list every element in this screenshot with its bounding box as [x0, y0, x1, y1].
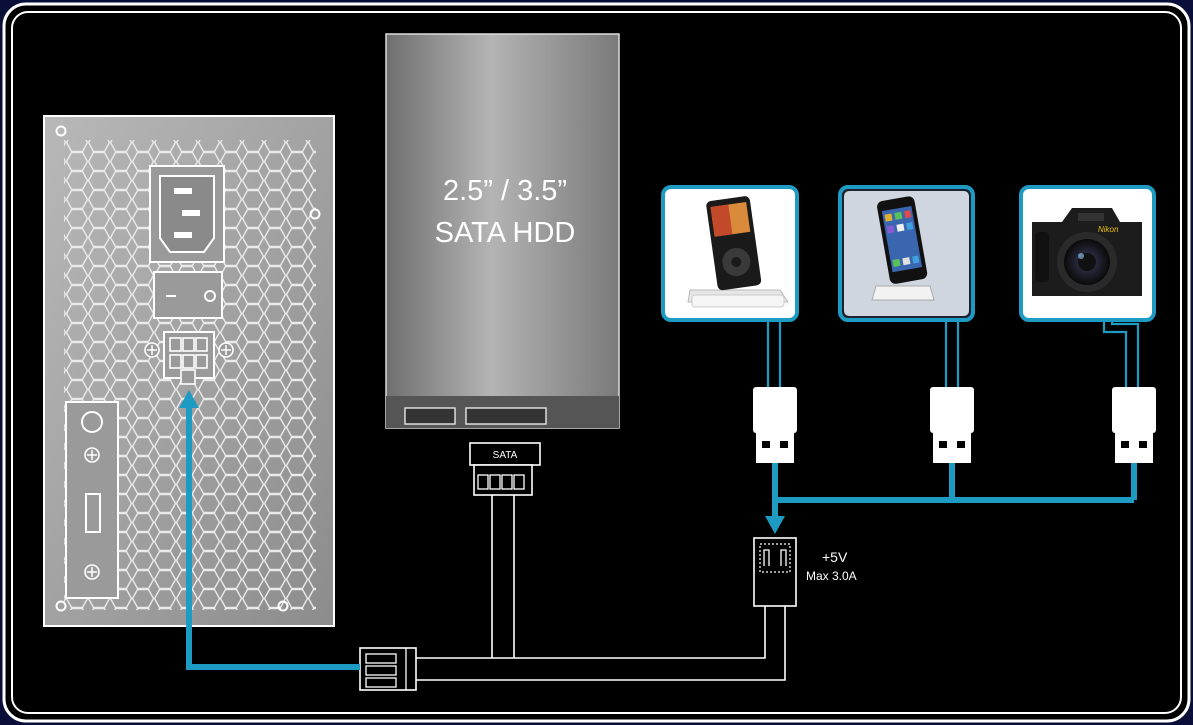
power-switch-icon: [153, 271, 223, 319]
camera-brand-logo: Nikon: [1098, 225, 1119, 234]
media-player-dock: [661, 185, 799, 322]
smartphone-dock: [838, 185, 975, 322]
psu-cable-plug: [359, 647, 417, 691]
psu-side-panel: [65, 401, 119, 599]
usb-power-output-connector: +5V Max 3.0A: [753, 537, 857, 607]
hdd-label-size: 2.5” / 3.5”: [443, 175, 567, 207]
output-current: Max 3.0A: [806, 569, 857, 583]
sata-power-connector: SATA: [469, 442, 541, 658]
sata-label: SATA: [493, 450, 518, 461]
psu-blue-cable: [179, 390, 360, 670]
usb-plug-2: [930, 387, 974, 463]
psu-output-connector-icon: [144, 331, 234, 385]
output-voltage: +5V: [822, 549, 848, 565]
ac-inlet-icon: [149, 165, 225, 263]
usb-plug-3: [1112, 387, 1156, 463]
power-harness: [414, 606, 786, 681]
usb-plug-1: [753, 387, 797, 463]
usb-blue-bus: [772, 462, 1137, 518]
sata-hdd: 2.5” / 3.5” SATA HDD: [385, 33, 620, 429]
dslr-camera: Nikon: [1019, 185, 1156, 322]
hdd-label-type: SATA HDD: [435, 217, 576, 249]
